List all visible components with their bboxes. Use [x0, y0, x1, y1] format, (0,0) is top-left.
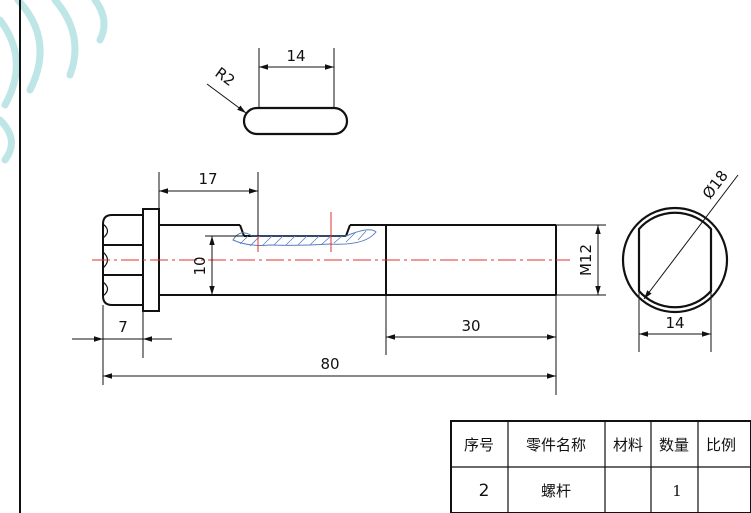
head-dim-label: 7: [118, 318, 128, 336]
thread-label: M12: [577, 244, 595, 276]
watermark: [0, 0, 108, 164]
slot-width-label: 14: [286, 47, 305, 65]
header-cell-quantity: 数量: [659, 436, 689, 454]
header-cell-index: 序号: [464, 436, 494, 454]
bolt-front-view: 17 10 M12 7 30 80: [72, 170, 606, 395]
header-cell-material: 材料: [613, 436, 643, 454]
slot-radius-leader: [206, 83, 247, 114]
slot-radius-label: R2: [212, 64, 239, 90]
slot-section-hatch: [232, 229, 377, 247]
thread-length-label: 30: [461, 317, 480, 335]
row-cell-quantity: 1: [672, 482, 682, 500]
slot-outline: [242, 106, 349, 136]
slot-offset-label: 17: [198, 170, 217, 188]
slot-view: 14 R2: [206, 47, 349, 136]
row-cell-part-name: 螺杆: [541, 482, 571, 500]
row-cell-index: 2: [479, 481, 490, 501]
title-block: 序号 零件名称 材料 数量 比例 2 螺杆 1: [450, 420, 751, 513]
header-cell-part-name: 零件名称: [526, 436, 586, 454]
drawing-frame: [19, 0, 21, 513]
slot-depth-label: 10: [191, 256, 209, 275]
hex-head: [102, 214, 144, 306]
center-lines: [92, 212, 570, 261]
outer-circle: [621, 206, 729, 314]
total-length-label: 80: [320, 355, 339, 373]
header-cell-scale: 比例: [706, 436, 736, 454]
diameter-label: Ø18: [699, 167, 732, 203]
end-view: Ø18 14: [621, 167, 739, 352]
flatted-bore: [637, 211, 713, 309]
diameter-leader: [643, 174, 739, 300]
flat-dim-label: 14: [665, 314, 684, 332]
